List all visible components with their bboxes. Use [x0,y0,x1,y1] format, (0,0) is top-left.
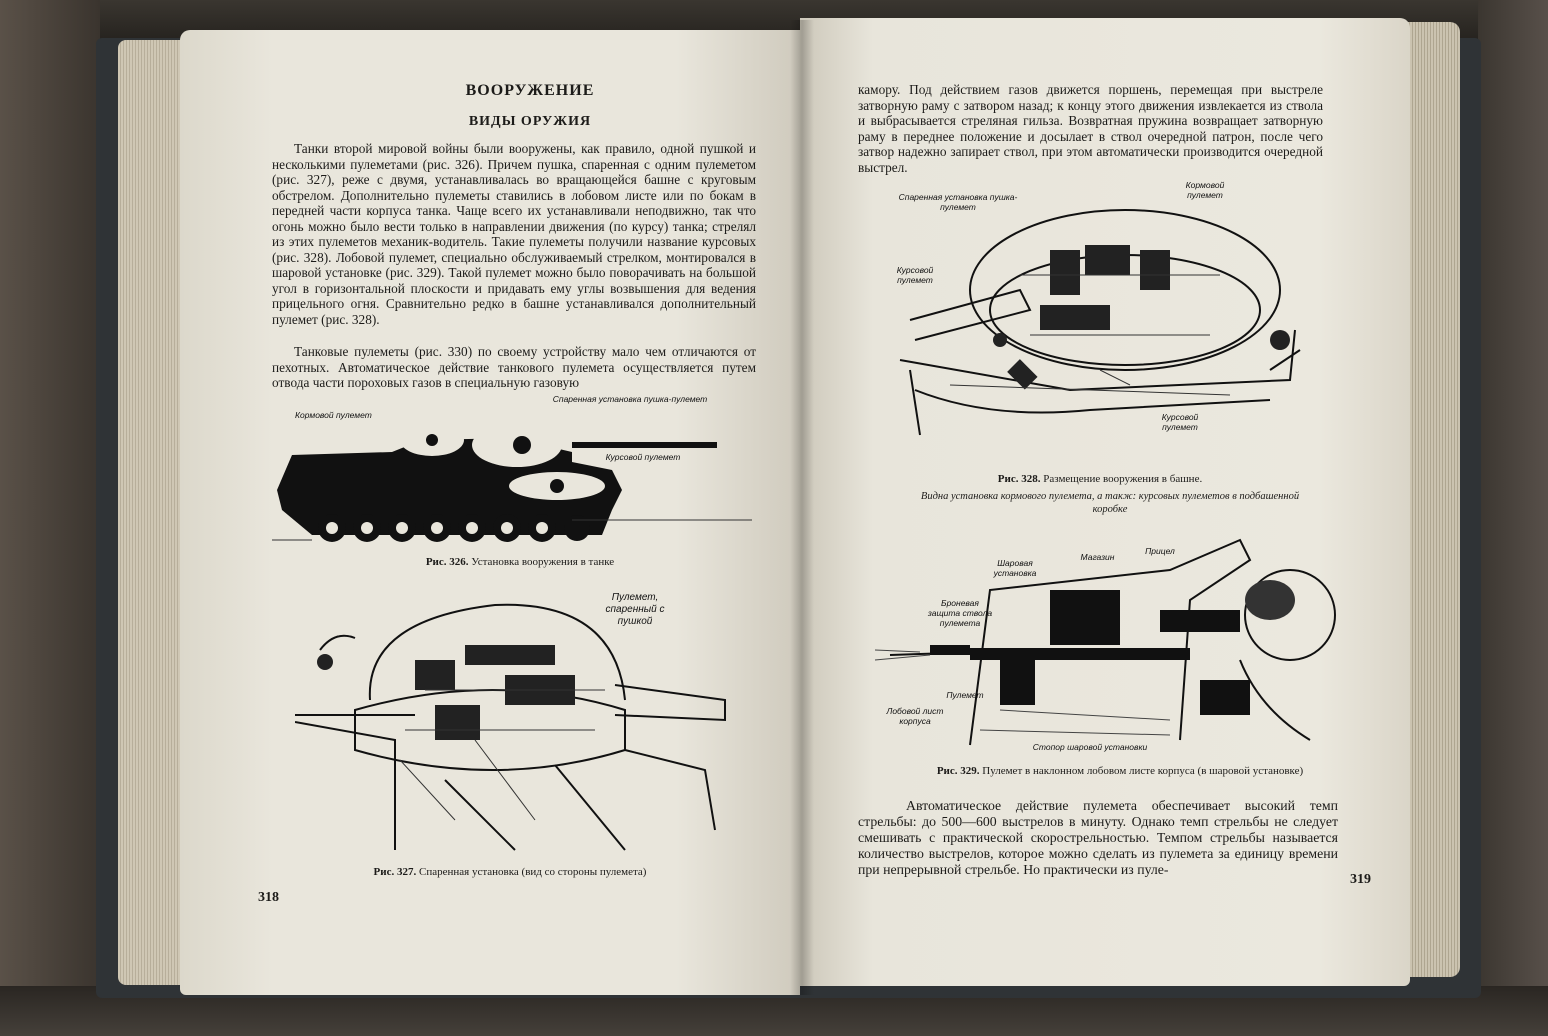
left-page-number: 318 [258,890,279,905]
page-edges-left [118,40,190,985]
figure-328-turret-illustration [899,209,1301,436]
fig328-caption: Рис. 328. Размещение вооружения в башне. [950,473,1250,485]
fig328-label-rear-mg: Кормовой пулемет [1185,180,1225,200]
right-paragraph-2: Автоматическое действие пулемета обеспеч… [858,798,1338,877]
table-background-right [1478,0,1548,1036]
fig326-label-bow-mg: Курсовой пулемет [605,452,681,462]
fig329-label-front-plate: Лобовой лист корпуса [886,706,944,726]
fig329-caption-text: Пулемет в наклонном лобовом листе корпус… [982,765,1304,777]
right-page [800,18,1410,986]
fig326-caption-number: Рис. 326. [425,556,469,568]
left-paragraph-1: Танки второй мировой войны были вооружен… [272,141,756,327]
fig328-subcaption: Видна установка кормового пулемета, а та… [920,491,1300,515]
figure-326-tank-illustration [272,423,752,542]
fig328-caption-number: Рис. 328. [997,473,1041,485]
fig329-caption-number: Рис. 329. [936,765,980,777]
fig328-label-coaxial: Спаренная установка пушка-пулемет [898,192,1018,212]
fig327-label-coax-mg: Пулемет, спаренный с пушкой [605,592,665,627]
fig328-label-bow-mg-bottom: Курсовой пулемет [1161,412,1199,432]
fig326-label-coaxial: Спаренная установка пушка-пулемет [552,394,708,404]
fig328-caption-text: Размещение вооружения в башне. [1043,473,1203,485]
fig326-caption: Рис. 326. Установка вооружения в танке [330,556,710,568]
fig329-label-magazine: Магазин [1080,552,1115,562]
book-gutter-shadow [790,20,814,995]
figure-329-ball-mount-illustration [874,538,1336,746]
left-paragraph-2: Танковые пулеметы (рис. 330) по своему у… [272,344,756,390]
fig329-label-stopper: Стопор шаровой установки [1032,742,1148,752]
fig329-label-armor: Броневая защита ствола пулемета [927,598,993,628]
fig326-label-rear-mg: Кормовой пулемет [295,410,372,420]
fig329-label-mg: Пулемет [946,690,984,700]
fig329-label-sight: Прицел [1145,546,1175,556]
fig327-caption-text: Спаренная установка (вид со стороны пуле… [419,866,647,878]
fig327-caption-number: Рис. 327. [373,866,417,878]
fig326-caption-text: Установка вооружения в танке [471,556,615,568]
right-page-number: 319 [1350,872,1371,887]
section-heading: ВООРУЖЕНИЕ [465,82,595,99]
fig329-label-ball-mount: Шаровая установка [993,558,1037,578]
right-paragraph-1: камору. Под действием газов движется пор… [858,82,1323,175]
section-subheading: ВИДЫ ОРУЖИЯ [468,114,592,129]
fig328-label-bow-mg-left: Курсовой пулемет [896,265,934,285]
fig327-caption: Рис. 327. Спаренная установка (вид со ст… [320,866,700,878]
table-background-left [0,0,100,1036]
figure-327-coaxial-mount-illustration [295,603,726,851]
fig329-caption: Рис. 329. Пулемет в наклонном лобовом ли… [880,765,1360,777]
